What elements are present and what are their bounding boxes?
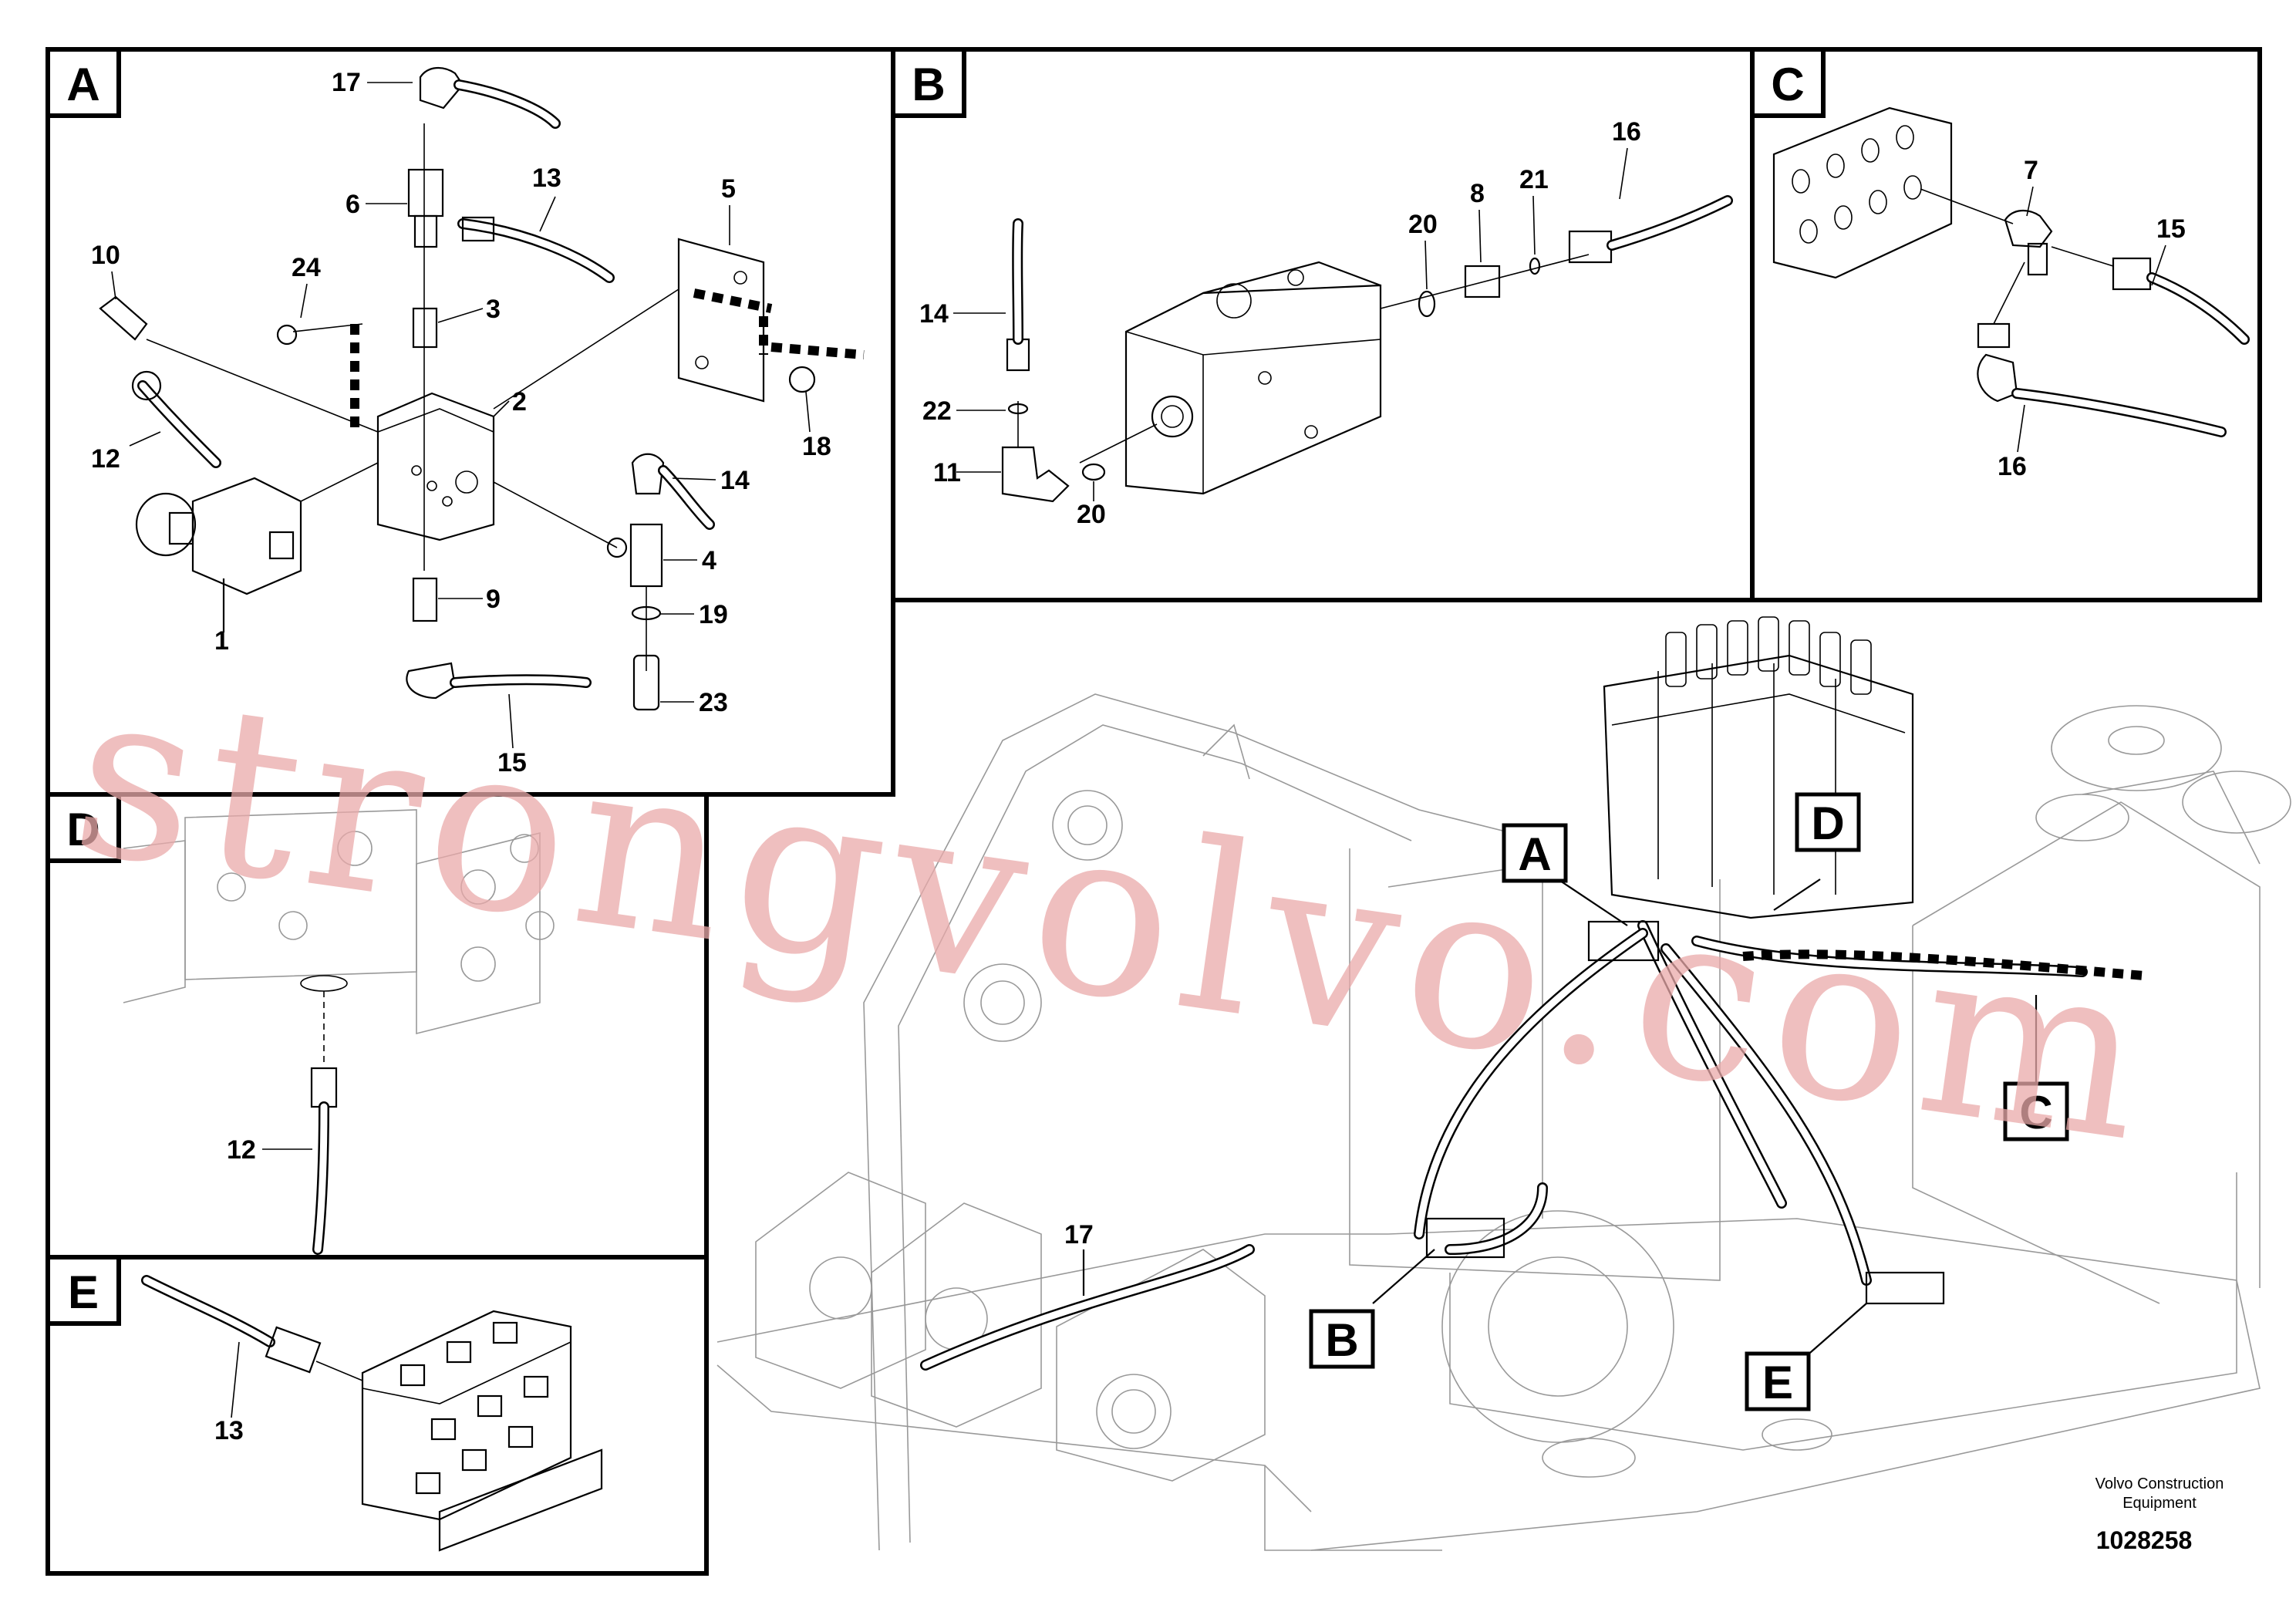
callout-8: 8 — [1470, 179, 1485, 208]
locator-D-label: D — [1811, 798, 1844, 849]
main-callout-17: 17 — [1064, 1220, 1094, 1249]
callout-12: 12 — [91, 444, 120, 474]
panel-E-callouts: 13 — [214, 1341, 244, 1445]
callout-24: 24 — [292, 253, 321, 282]
company-line-1: Volvo Construction — [2095, 1475, 2224, 1492]
callout-14: 14 — [720, 466, 750, 495]
panel-D-label: D — [66, 804, 99, 855]
callout-2: 2 — [512, 387, 527, 416]
callout-3: 3 — [486, 295, 501, 324]
locator-D: D — [1795, 792, 1861, 852]
locator-A: A — [1502, 823, 1568, 883]
callout-12d: 12 — [227, 1135, 256, 1165]
callout-7: 7 — [2024, 156, 2038, 185]
callout-20b: 20 — [1077, 500, 1106, 529]
callout-11: 11 — [933, 458, 961, 487]
callout-23: 23 — [699, 688, 728, 717]
callout-9: 9 — [486, 585, 501, 614]
locator-A-label: A — [1518, 828, 1551, 880]
panel-C: C — [1750, 47, 2262, 602]
footer: Volvo Construction Equipment 1028258 — [2095, 1475, 2224, 1554]
panel-D: D — [46, 792, 709, 1259]
panel-B-label: B — [912, 59, 945, 110]
locator-B-label: B — [1325, 1314, 1358, 1366]
callout-6: 6 — [346, 190, 360, 219]
panel-C-callouts: 7 15 16 — [1998, 156, 2186, 481]
locator-E-label: E — [1762, 1357, 1793, 1408]
callout-13e: 13 — [214, 1416, 244, 1445]
panel-C-label: C — [1771, 59, 1804, 110]
callout-15: 15 — [497, 748, 527, 777]
callout-22: 22 — [922, 396, 952, 426]
callout-13: 13 — [532, 164, 561, 193]
panel-B-callouts: 16 20 8 21 14 22 11 20 — [919, 117, 1641, 529]
locator-B: B — [1309, 1309, 1375, 1369]
callout-4: 4 — [702, 546, 716, 575]
callout-17: 17 — [332, 68, 361, 97]
callout-20a: 20 — [1408, 210, 1438, 239]
main-machine-view — [716, 616, 2291, 1551]
callout-5: 5 — [721, 174, 736, 204]
panel-A-callouts: 17 13 6 10 24 3 5 2 12 18 14 4 1 9 19 23… — [91, 68, 831, 777]
figure-number: 1028258 — [2096, 1526, 2193, 1554]
callout-14b: 14 — [919, 299, 949, 329]
locator-C: C — [2003, 1081, 2069, 1141]
callout-16: 16 — [1612, 117, 1641, 147]
panel-B: B — [891, 47, 1755, 602]
locator-E: E — [1745, 1351, 1811, 1411]
callout-21: 21 — [1519, 165, 1549, 194]
callout-19: 19 — [699, 600, 728, 629]
callout-18: 18 — [802, 432, 831, 461]
locator-C-label: C — [2019, 1087, 2052, 1138]
panel-A-label: A — [66, 59, 99, 110]
panel-D-callouts: 12 — [227, 1135, 312, 1165]
callout-15c: 15 — [2156, 214, 2186, 244]
panel-E: E — [46, 1255, 709, 1576]
callout-1: 1 — [214, 626, 229, 656]
callout-10: 10 — [91, 241, 120, 270]
company-line-2: Equipment — [2122, 1495, 2197, 1512]
panel-E-label: E — [68, 1266, 99, 1318]
callout-16c: 16 — [1998, 452, 2027, 481]
